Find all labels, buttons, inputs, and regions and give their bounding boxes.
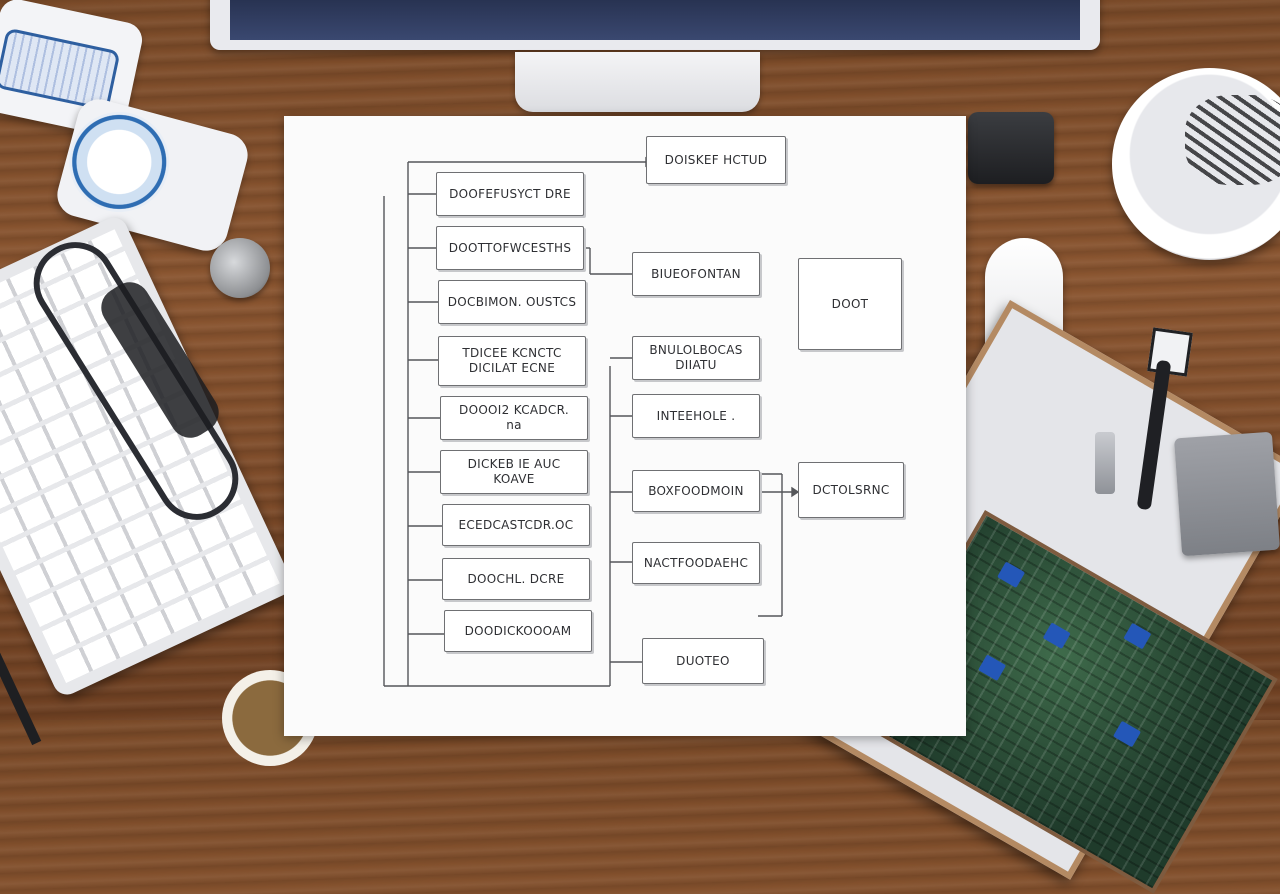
flowchart-box-left: ECEDCASTCDR.OC xyxy=(442,504,590,546)
flowchart-box-left: DOOCHL. DCRE xyxy=(442,558,590,600)
flowchart-box-left: DICKEB IE AUC KOAVE xyxy=(440,450,588,494)
chip xyxy=(997,561,1026,589)
cup-lid xyxy=(58,100,181,224)
magnifying-lens xyxy=(210,238,270,298)
monitor-screen xyxy=(230,0,1080,40)
flowchart-box-left: DOOFEFUSYCT DRE xyxy=(436,172,584,216)
flowchart-paper: DOISKEF HCTUD DOOFEFUSYCT DRE DOOTTOFWCE… xyxy=(284,116,966,736)
flowchart-box-left: TDICEE KCNCTC DICILAT ECNE xyxy=(438,336,586,386)
chip xyxy=(1112,720,1142,748)
flowchart-box-left: DOCBIMON. OUSTCS xyxy=(438,280,586,324)
flowchart-box-right: DOOT xyxy=(798,258,902,350)
flowchart-box-left: DOOTTOFWCESTHS xyxy=(436,226,584,270)
chip xyxy=(1042,622,1071,650)
flowchart-connectors xyxy=(383,156,800,687)
chip xyxy=(1123,622,1152,650)
usb-drive xyxy=(1095,432,1115,494)
flowchart-box-top: DOISKEF HCTUD xyxy=(646,136,786,184)
flowchart-box-middle: BOXFOODMOIN xyxy=(632,470,760,512)
hard-drive xyxy=(1174,431,1280,557)
chip xyxy=(978,654,1007,681)
flowchart-box-left: DOODICKOOOAM xyxy=(444,610,592,652)
flowchart-box-middle: BIUEOFONTAN xyxy=(632,252,760,296)
flowchart-box-middle: INTEEHOLE . xyxy=(632,394,760,438)
flowchart-box-right: DCTOLSRNC xyxy=(798,462,904,518)
flowchart-box-middle: BNULOLBOCAS DIIATU xyxy=(632,336,760,380)
bowl-contents xyxy=(1185,95,1280,185)
monitor-stand xyxy=(515,52,760,112)
flowchart-box-middle: DUOTEO xyxy=(642,638,764,684)
flowchart-box-middle: NACTFOODAEHC xyxy=(632,542,760,584)
flowchart-box-left: DOOOI2 KCADCR. na xyxy=(440,396,588,440)
webcam xyxy=(968,112,1054,184)
